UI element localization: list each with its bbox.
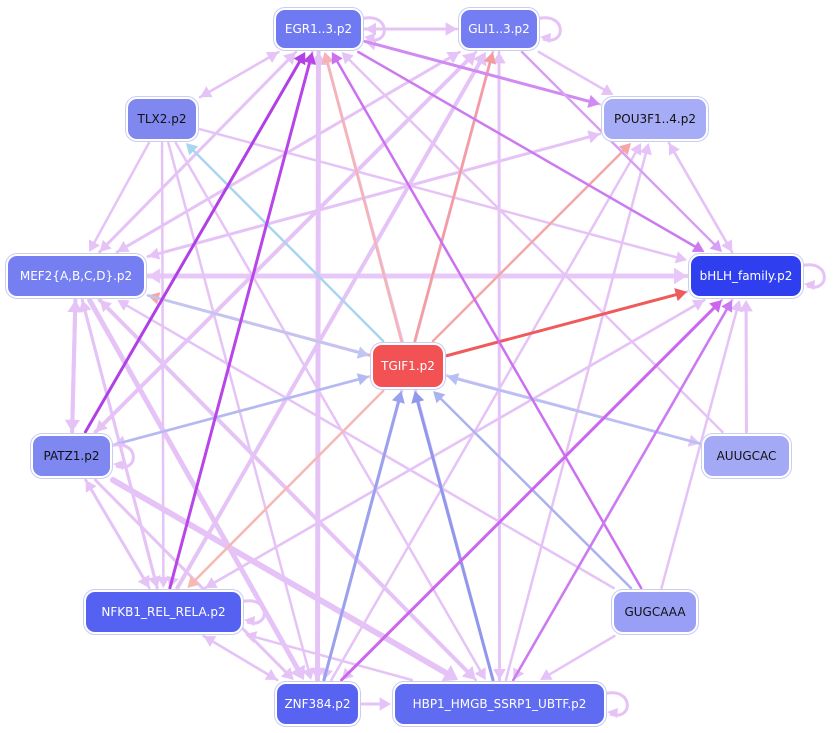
self-loop-gli1	[536, 16, 562, 43]
self-loop-egr1	[360, 16, 386, 43]
edge-patz1-to-egr1	[83, 52, 306, 434]
node-nfkb1-rel-rela[interactable]: NFKB1_REL_RELA.p2	[84, 590, 243, 634]
edge-nfkb1-to-egr1	[168, 52, 316, 590]
edge-gli1-to-egr1	[365, 22, 459, 36]
edge-auugcac-to-tgif1	[447, 373, 702, 445]
edge-gli1-to-hbp1	[493, 50, 506, 680]
edge-tlx2-to-nfkb1	[157, 141, 170, 588]
edge-gugcaaa-to-bhlh	[660, 300, 743, 590]
edge-bhlh-to-mef2	[148, 268, 689, 284]
edge-egr1-to-mef2	[99, 50, 298, 252]
node-gli1[interactable]: GLI1..3.p2	[459, 8, 539, 50]
node-tgif1[interactable]: TGIF1.p2	[371, 343, 445, 389]
edge-znf384-to-tgif1	[322, 391, 405, 682]
node-mef2[interactable]: MEF2{A,B,C,D}.p2	[6, 254, 146, 298]
edge-hbp1-to-bhlh	[512, 300, 733, 682]
edge-tlx2-to-mef2	[88, 141, 151, 252]
edge-znf384-to-bhlh	[340, 300, 722, 682]
edge-gugcaaa-to-egr1	[331, 52, 643, 590]
edge-znf384-to-pou3f1	[330, 143, 642, 682]
edge-tgif1-to-nfkb1	[187, 389, 385, 588]
edge-hbp1-to-tgif1	[411, 391, 495, 682]
node-gugcaaa[interactable]: GUGCAAA	[612, 590, 698, 634]
self-loop-patz1	[109, 443, 135, 470]
edge-tlx2-to-hbp1	[174, 141, 486, 680]
edge-pou3f1-to-mef2	[148, 132, 602, 260]
edge-nfkb1-to-bhlh	[203, 300, 705, 590]
edge-tgif1-to-egr1	[321, 52, 403, 343]
edge-tlx2-to-bhlh	[198, 127, 687, 264]
edge-gli1-to-patz1	[95, 50, 478, 432]
edge-hbp1-to-pou3f1	[504, 143, 652, 682]
self-loop-hbp1	[603, 691, 629, 718]
edge-gli1-to-pou3f1	[537, 50, 614, 95]
edge-gli1-to-bhlh	[520, 50, 722, 252]
node-patz1[interactable]: PATZ1.p2	[31, 434, 112, 478]
edge-nfkb1-to-patz1	[85, 480, 151, 590]
edge-znf384-to-nfkb1	[203, 636, 279, 682]
edge-egr1-to-bhlh	[357, 50, 705, 252]
node-egr1[interactable]: EGR1..3.p2	[274, 8, 363, 50]
node-auugcac[interactable]: AUUGCAC	[702, 434, 791, 478]
edge-patz1-to-mef2	[67, 300, 83, 434]
edge-nfkb1-to-mef2	[78, 300, 159, 590]
edge-tgif1-to-bhlh	[445, 288, 687, 358]
edge-gugcaaa-to-hbp1	[540, 634, 616, 680]
edge-gugcaaa-to-mef2	[117, 300, 615, 590]
edge-tlx2-to-znf384	[167, 141, 315, 680]
edge-tgif1-to-tlx2	[185, 143, 385, 343]
node-hbp1-hmgb-ssrp1-ubtf[interactable]: HBP1_HMGB_SSRP1_UBTF.p2	[393, 682, 606, 726]
edge-znf384-to-hbp1	[360, 697, 391, 711]
edge-nfkb1-to-gli1	[175, 52, 487, 590]
node-tlx2[interactable]: TLX2.p2	[126, 97, 198, 141]
self-loop-nfkb1	[240, 599, 266, 626]
edge-gugcaaa-to-tgif1	[433, 391, 633, 590]
node-pou3f1[interactable]: POU3F1..4.p2	[602, 97, 708, 141]
edge-patz1-to-hbp1	[109, 477, 459, 682]
edge-gli1-to-mef2	[117, 50, 461, 252]
edge-hbp1-to-mef2	[99, 300, 478, 682]
node-bhlh-family[interactable]: bHLH_family.p2	[689, 254, 803, 298]
edge-mef2-to-tgif1	[146, 294, 369, 359]
node-znf384[interactable]: ZNF384.p2	[275, 682, 360, 726]
self-loop-bhlh	[800, 263, 826, 290]
edge-tgif1-to-pou3f1	[431, 143, 631, 343]
edge-auugcac-to-egr1	[341, 52, 724, 434]
edge-tgif1-to-gli1	[413, 52, 496, 343]
edge-egr1-to-tlx2	[200, 50, 280, 98]
edge-patz1-to-tgif1	[112, 373, 369, 446]
edge-bhlh-to-pou3f1	[668, 143, 734, 254]
edge-egr1-to-znf384	[309, 50, 326, 680]
edge-egr1-to-pou3f1	[363, 39, 600, 108]
edge-auugcac-to-bhlh	[739, 300, 753, 434]
edge-hbp1-to-nfkb1	[245, 631, 414, 682]
